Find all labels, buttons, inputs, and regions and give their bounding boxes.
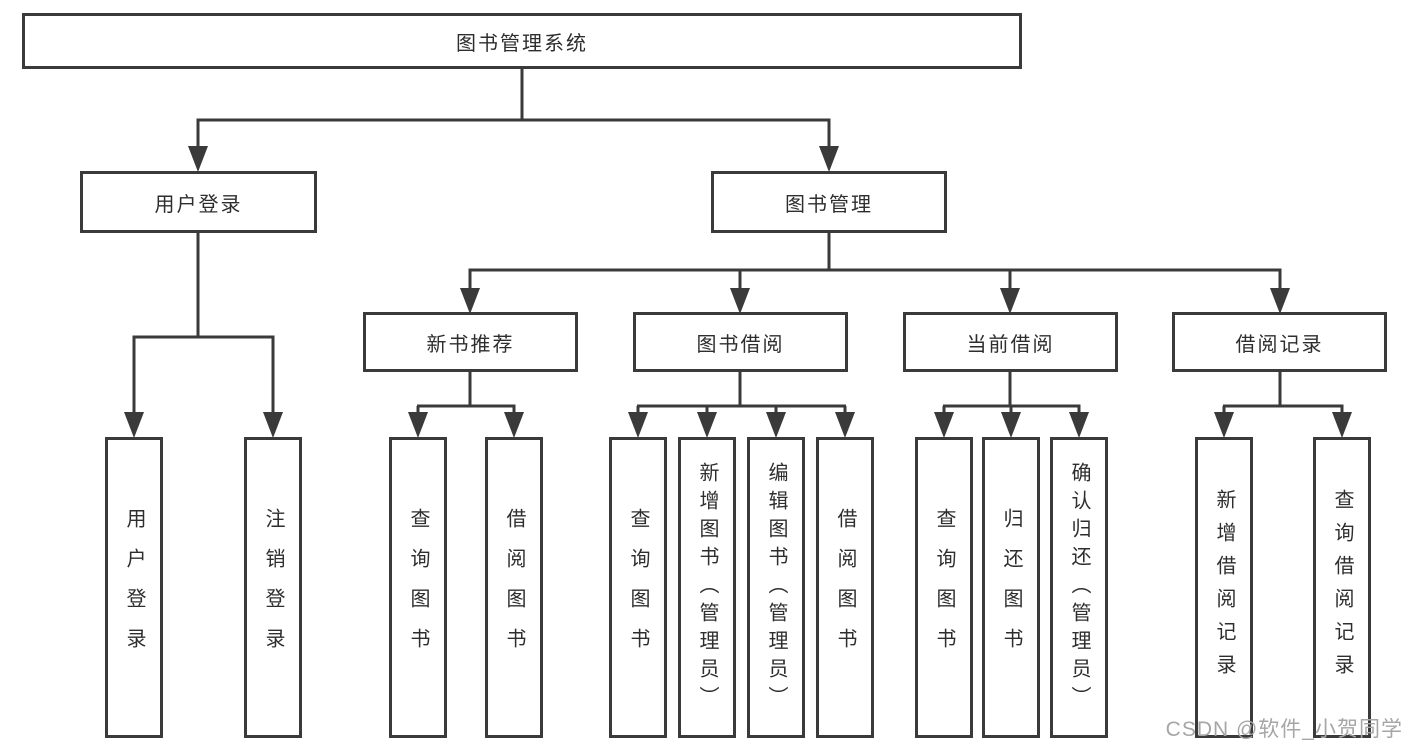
node-label: 当前借阅 xyxy=(966,333,1055,356)
node-user-login-leaf: 用户登录 xyxy=(105,437,163,738)
node-label: 用户登录 xyxy=(123,507,145,668)
connector-arrowhead xyxy=(934,412,954,438)
node-return-books: 归还图书 xyxy=(982,437,1040,738)
connector-arrowhead xyxy=(1069,412,1089,438)
node-label: 新增借阅记录 xyxy=(1213,488,1235,687)
connector-arrowhead xyxy=(697,412,717,438)
node-label: 编辑图书（管理员） xyxy=(765,461,787,714)
node-library-management-system: 图书管理系统 xyxy=(22,13,1022,69)
node-query-books-recommend: 查询图书 xyxy=(389,437,447,738)
node-borrow-books-recommend: 借阅图书 xyxy=(485,437,543,738)
node-user-login: 用户登录 xyxy=(80,171,317,233)
node-book-management: 图书管理 xyxy=(711,171,947,233)
node-query-books-current: 查询图书 xyxy=(915,437,973,738)
node-query-books-borrowing: 查询图书 xyxy=(609,437,667,738)
node-label: 新增图书（管理员） xyxy=(696,461,718,714)
node-logout: 注销登录 xyxy=(244,437,302,738)
connector-arrowhead xyxy=(188,146,208,172)
node-query-borrow-record: 查询借阅记录 xyxy=(1313,437,1371,738)
node-borrow-books-leaf: 借阅图书 xyxy=(816,437,874,738)
node-label: 图书管理系统 xyxy=(456,32,588,55)
node-label: 归还图书 xyxy=(1000,507,1022,668)
connector-arrowhead xyxy=(460,288,480,314)
connector-arrowhead xyxy=(766,412,786,438)
node-confirm-return-admin: 确认归还（管理员） xyxy=(1050,437,1108,738)
node-label: 图书管理 xyxy=(785,193,873,216)
node-label: 借阅记录 xyxy=(1235,333,1324,356)
node-label: 查询图书 xyxy=(407,507,429,668)
node-label: 注销登录 xyxy=(262,507,284,668)
node-edit-books-admin: 编辑图书（管理员） xyxy=(747,437,805,738)
connector-arrowhead xyxy=(1000,288,1020,314)
connector-arrowhead xyxy=(504,412,524,438)
node-label: 确认归还（管理员） xyxy=(1068,461,1090,714)
connector-arrowhead xyxy=(1332,412,1352,438)
connector-arrowhead xyxy=(1214,412,1234,438)
node-label: 查询图书 xyxy=(933,507,955,668)
connector-arrowhead xyxy=(124,412,144,438)
connector-arrowhead xyxy=(1001,412,1021,438)
node-label: 查询借阅记录 xyxy=(1331,488,1353,687)
connector-arrowhead xyxy=(263,412,283,438)
node-add-books-admin: 新增图书（管理员） xyxy=(678,437,736,738)
node-label: 查询图书 xyxy=(627,507,649,668)
connector-arrowhead xyxy=(408,412,428,438)
node-new-book-recommendation: 新书推荐 xyxy=(363,312,578,372)
connector-arrowhead xyxy=(835,412,855,438)
csdn-watermark: CSDN @软件_小贺同学 xyxy=(1165,718,1403,741)
node-label: 用户登录 xyxy=(154,193,243,216)
node-current-borrowing: 当前借阅 xyxy=(903,312,1118,372)
connector-arrowhead xyxy=(730,288,750,314)
node-label: 新书推荐 xyxy=(426,333,515,356)
node-label: 借阅图书 xyxy=(834,507,856,668)
node-book-borrowing: 图书借阅 xyxy=(633,312,848,372)
node-add-borrow-record: 新增借阅记录 xyxy=(1195,437,1253,738)
connector-arrowhead xyxy=(1270,288,1290,314)
node-label: 图书借阅 xyxy=(696,333,785,356)
node-borrowing-records: 借阅记录 xyxy=(1172,312,1387,372)
node-label: 借阅图书 xyxy=(503,507,525,668)
connector-arrowhead xyxy=(628,412,648,438)
connector-arrowhead xyxy=(819,146,839,172)
